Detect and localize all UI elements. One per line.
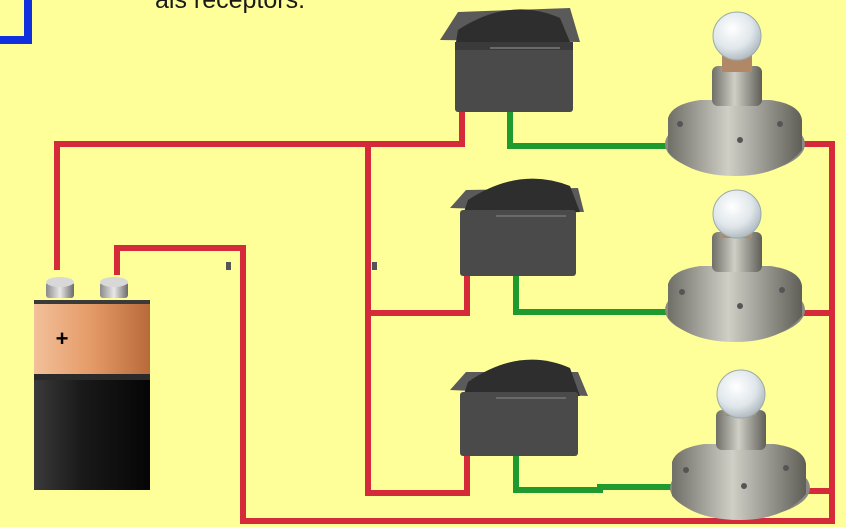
lamp-3 bbox=[670, 369, 810, 520]
wire-terminal bbox=[226, 262, 231, 270]
lamp-2 bbox=[665, 189, 805, 342]
switch-3[interactable] bbox=[450, 359, 588, 456]
switch-2[interactable] bbox=[450, 178, 584, 276]
battery-plus-sign: + bbox=[56, 326, 69, 351]
battery bbox=[34, 277, 150, 490]
switched-wiring bbox=[507, 110, 672, 493]
switch-1[interactable] bbox=[440, 8, 580, 112]
lamp-1 bbox=[665, 11, 805, 176]
wire-terminal bbox=[372, 262, 377, 270]
frame-accent bbox=[0, 0, 32, 44]
caption-text: als receptors. bbox=[155, 0, 306, 14]
positive-wiring bbox=[54, 110, 835, 524]
